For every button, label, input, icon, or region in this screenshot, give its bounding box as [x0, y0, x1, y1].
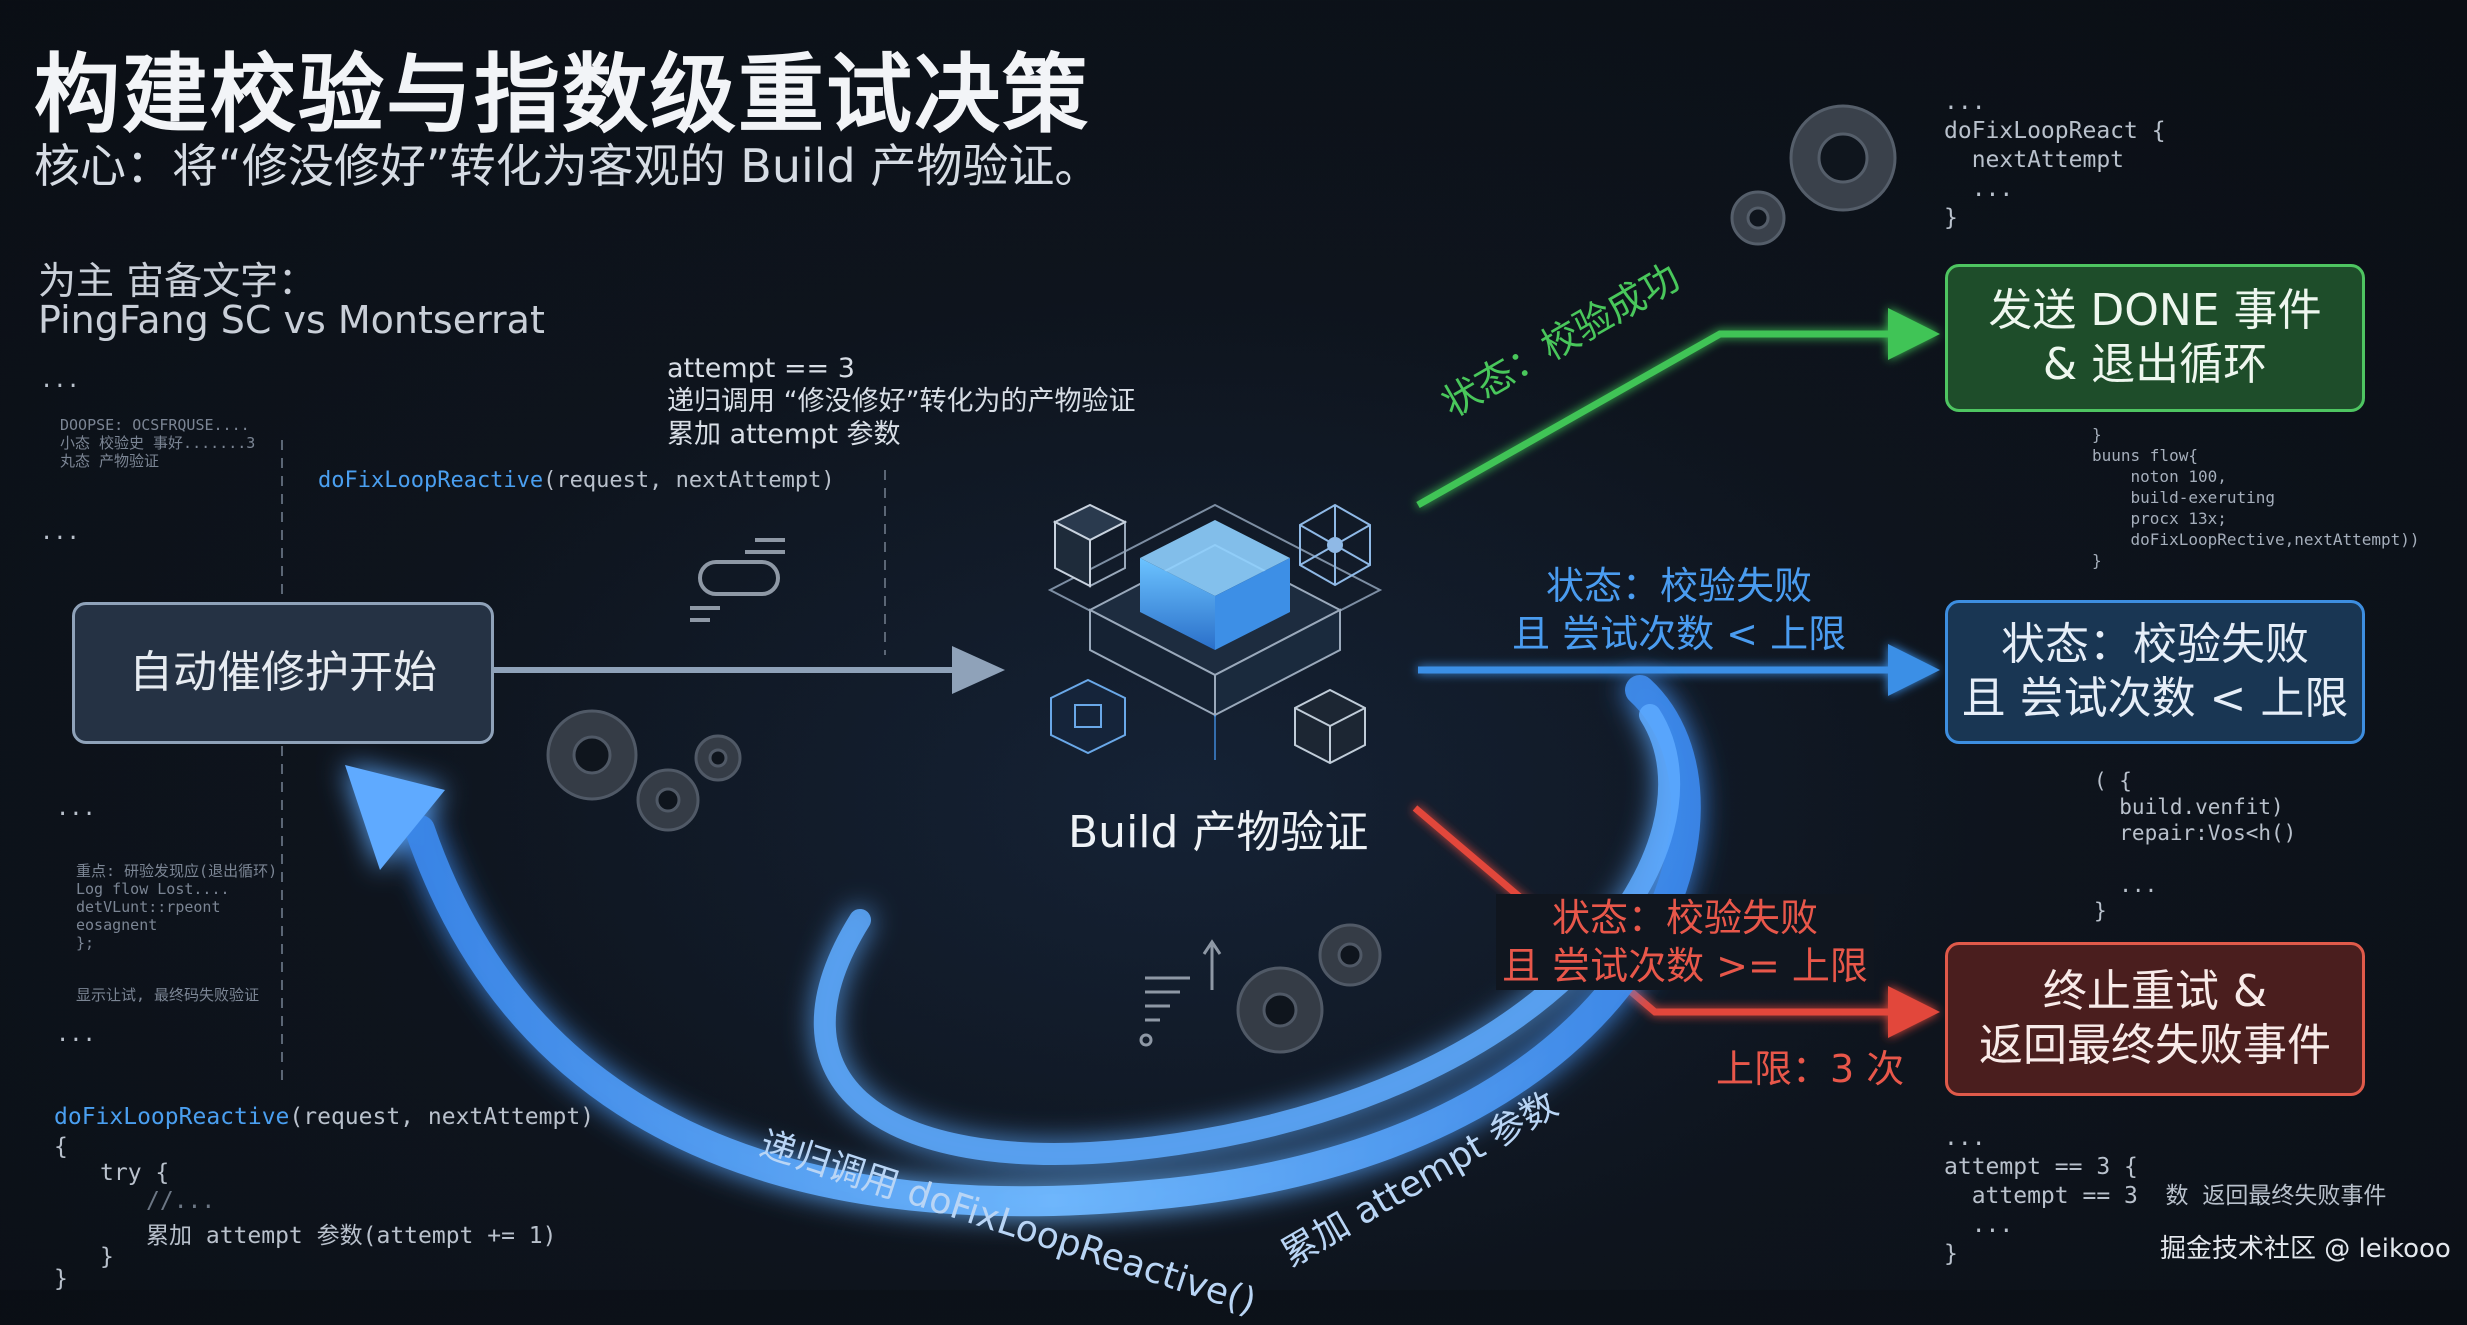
- font-note-line1: 为主 宙备文字：: [38, 259, 317, 303]
- font-note-line2: PingFang SC vs Montserrat: [38, 298, 545, 342]
- code-ellipsis: ...: [40, 520, 80, 545]
- code-call-line: doFixLoopReactive(request, nextAttempt): [318, 468, 835, 493]
- right-code-top: ... doFixLoopReact { nextAttempt ... }: [1944, 89, 2166, 231]
- attempt-note-line2: 递归调用 “修没修好”转化为的产物验证: [667, 386, 1136, 417]
- retry-arrow: [1418, 644, 1940, 696]
- gear-icon: [546, 709, 742, 832]
- code-blurred-top: DOOPSE: OCSFRQUSE.... 小态 校验史 事好.......3 …: [60, 416, 256, 470]
- build-node-label: Build 产物验证: [1068, 807, 1369, 858]
- bottom-code-fn: doFixLoopReactive: [54, 1104, 290, 1130]
- code-ellipsis: ...: [40, 368, 80, 393]
- link-icon: [690, 538, 785, 622]
- chip-icon: [1050, 678, 1126, 755]
- code-ellipsis: ...: [56, 1022, 96, 1047]
- recursion-loop-arrow: [345, 675, 1701, 1217]
- page-title: 构建校验与指数级重试决策: [34, 45, 1090, 145]
- chart-icon: [1139, 939, 1222, 1047]
- code-blurred-low2: 显示让试, 最终码失败验证: [76, 986, 260, 1004]
- page-subtitle: 核心：将“修没修好”转化为客观的 Build 产物验证。: [34, 139, 1101, 193]
- box-icon: [1294, 688, 1366, 765]
- watermark: 掘金技术社区 @ leikooo: [2160, 1234, 2451, 1264]
- guide-lines: [281, 440, 886, 1080]
- success-arrow: [1416, 308, 1940, 509]
- attempt-note: attempt == 3 递归调用 “修没修好”转化为的产物验证 累加 atte…: [667, 352, 1136, 451]
- gear-icon: [1730, 104, 1897, 246]
- bottom-code-args: (request, nextAttempt): [289, 1104, 595, 1130]
- done-node[interactable]: 发送 DONE 事件 & 退出循环: [1945, 264, 2365, 412]
- right-code-retry: ( { build.venfit) repair:Vos<h() ... }: [2094, 769, 2297, 923]
- start-node[interactable]: 自动催修护开始: [72, 602, 494, 744]
- start-to-build-arrow: [490, 646, 1005, 694]
- attempt-note-line1: attempt == 3: [667, 353, 855, 384]
- attempt-note-line3: 累加 attempt 参数: [667, 419, 901, 450]
- bottom-code-close-inner: }: [100, 1244, 114, 1270]
- right-code-mid: } buuns flow{ noton 100, build-exeruting…: [2092, 425, 2420, 570]
- network-icon: [1299, 503, 1371, 587]
- bottom-code-brace: {: [54, 1134, 68, 1160]
- bottom-code-accumulate: 累加 attempt 参数(attempt += 1): [146, 1223, 557, 1249]
- code-ellipsis: ...: [56, 796, 96, 821]
- code-fn-args: (request, nextAttempt): [543, 468, 835, 493]
- fail-edge-label: 状态：校验失败 且 尝试次数 >= 上限: [1496, 894, 1874, 990]
- right-code-bottom: ... attempt == 3 { attempt == 3 数 返回最终失败…: [1944, 1125, 2387, 1267]
- build-cube-icon: [1047, 503, 1383, 760]
- diagram-canvas: [281, 104, 1940, 1217]
- fail-arrow: [1412, 805, 1940, 1038]
- code-blurred-low: 重点: 研验发现应(退出循环) Log flow Lost.... detVLu…: [76, 862, 278, 952]
- retry-edge-label: 状态：校验失败 且 尝试次数 < 上限: [1512, 564, 1847, 656]
- retry-node[interactable]: 状态：校验失败 且 尝试次数 < 上限: [1945, 600, 2365, 744]
- bottom-code-close-outer: }: [54, 1266, 68, 1292]
- limit-label: 上限：3 次: [1716, 1047, 1905, 1091]
- code-fn-name: doFixLoopReactive: [318, 468, 544, 493]
- fail-node[interactable]: 终止重试 & 返回最终失败事件: [1945, 942, 2365, 1096]
- bottom-code-comment: //...: [146, 1188, 216, 1214]
- bottom-code-signature: doFixLoopReactive(request, nextAttempt): [54, 1104, 594, 1130]
- gear-icon: [1236, 923, 1382, 1054]
- bottom-code-try: try {: [100, 1160, 170, 1186]
